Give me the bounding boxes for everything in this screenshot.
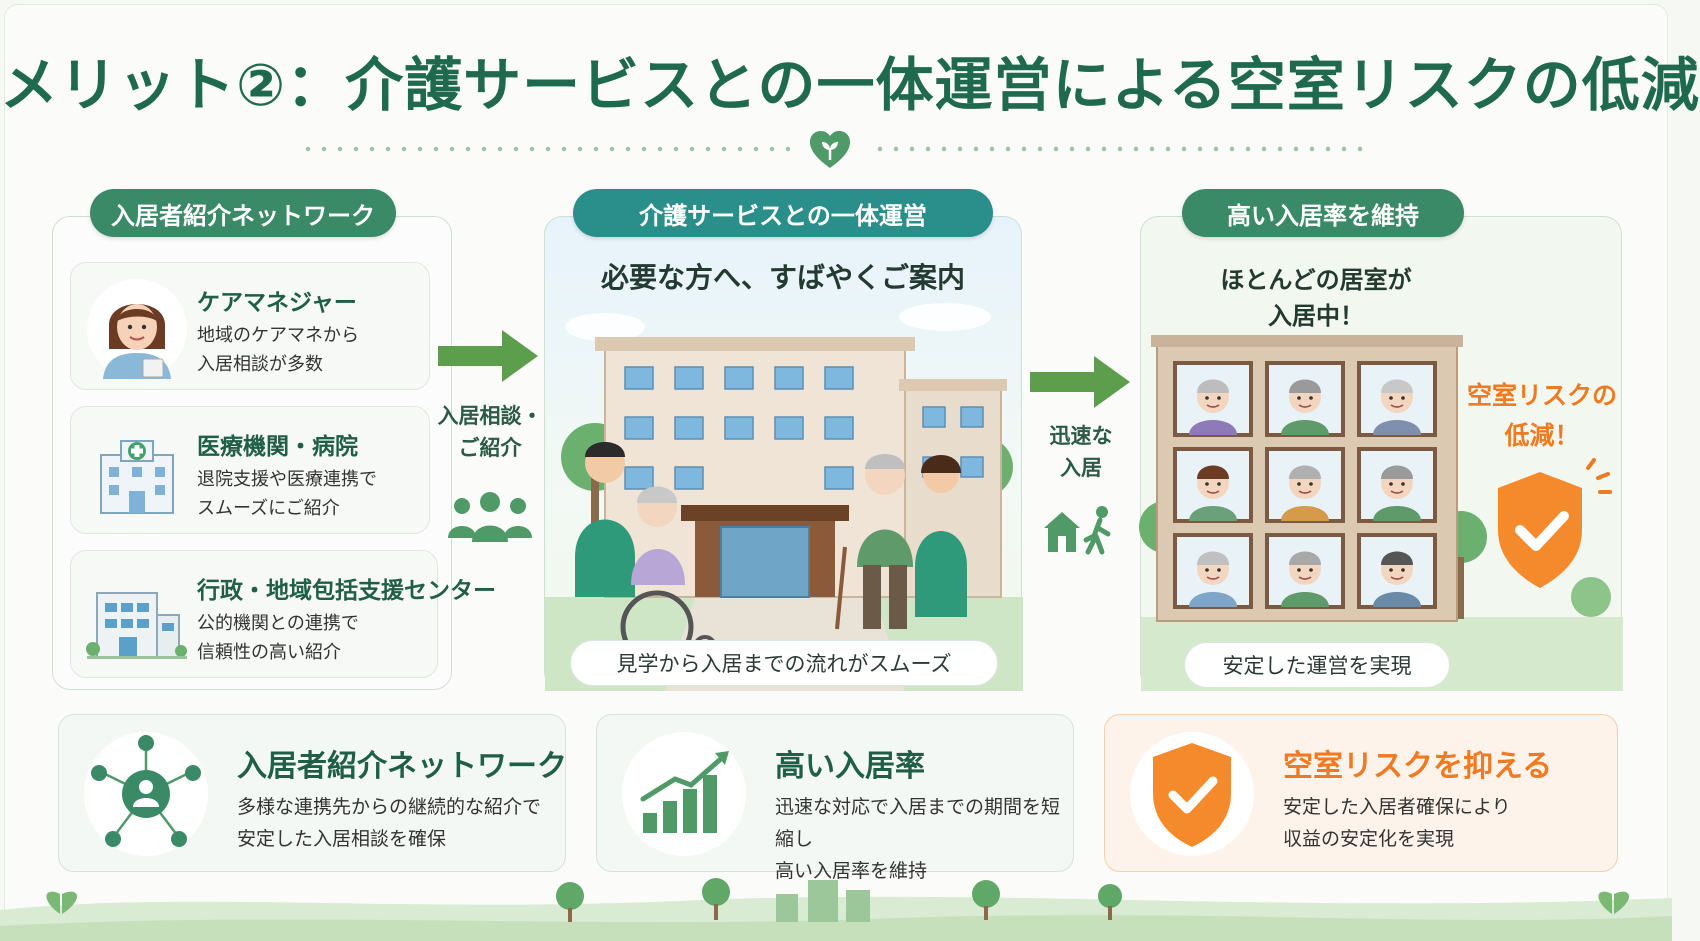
bottom-card-occupancy: 高い入居率 迅速な対応で入居までの期間を短縮し 高い入居率を維持 xyxy=(596,714,1074,882)
vacancy-risk-label: 空室リスクの 低減！ xyxy=(1466,381,1617,450)
flow-label-referral: 入居相談・ ご紹介 xyxy=(437,404,543,460)
room-window xyxy=(1173,361,1253,437)
bottom-card-title: 空室リスクを抑える xyxy=(1283,749,1553,784)
right-headline: ほとんどの居室が 入居中！ xyxy=(1220,266,1412,330)
room-window xyxy=(1173,533,1253,609)
referral-network-pill: 入居者紹介ネットワーク xyxy=(90,189,396,237)
high-occupancy-pill: 高い入居率を維持 xyxy=(1182,189,1464,237)
center-headline: 必要な方へ、すばやくご案内 xyxy=(600,261,965,294)
flow-arrow-1 xyxy=(438,330,538,382)
bottom-card-title: 高い入居率 xyxy=(775,749,925,784)
flow-arrow-2 xyxy=(1030,356,1130,408)
card-title: 行政・地域包括支援センター xyxy=(197,578,496,604)
room-window xyxy=(1357,447,1437,523)
divider-dots-left xyxy=(300,146,790,152)
bottom-card-desc: 迅速な対応で入居までの期間を短縮し 高い入居率を維持 xyxy=(775,796,1061,882)
card-desc: 地域のケアマネから 入居相談が多数 xyxy=(197,325,359,375)
right-caption: 安定した運営を実現 xyxy=(1184,642,1450,688)
bottom-card-desc: 多様な連携先からの継続的な紹介で 安定した入居相談を確保 xyxy=(237,796,542,850)
referral-card-care-manager: ケアマネジャー 地域のケアマネから 入居相談が多数 xyxy=(70,262,430,390)
shield-check-icon xyxy=(1130,732,1254,856)
home-walk-icon xyxy=(1044,506,1111,555)
room-window xyxy=(1265,447,1345,523)
bottom-card-title: 入居者紹介ネットワーク xyxy=(237,749,567,784)
heart-sprout-icon xyxy=(810,131,850,168)
high-occupancy-panel xyxy=(1139,216,1623,691)
card-desc: 公的機関との連携で 信頼性の高い紹介 xyxy=(197,613,359,663)
people-group-icon xyxy=(448,492,532,542)
room-window xyxy=(1357,361,1437,437)
room-window xyxy=(1265,361,1345,437)
card-title: 医療機関・病院 xyxy=(197,434,358,460)
center-caption: 見学から入居までの流れがスムーズ xyxy=(570,640,998,686)
page-title: メリット②：介護サービスとの一体運営による空室リスクの低減 xyxy=(0,51,1700,119)
divider-dots-right xyxy=(872,146,1372,152)
card-desc: 退院支援や医療連携で スムーズにご紹介 xyxy=(197,469,377,519)
room-window xyxy=(1265,533,1345,609)
bottom-card-network: 入居者紹介ネットワーク 多様な連携先からの継続的な紹介で 安定した入居相談を確保 xyxy=(58,714,567,872)
card-title: ケアマネジャー xyxy=(197,290,357,316)
referral-card-government: 行政・地域包括支援センター 公的機関との連携で 信頼性の高い紹介 xyxy=(70,550,496,678)
integrated-operation-pill: 介護サービスとの一体運営 xyxy=(573,189,993,237)
growth-chart-icon xyxy=(622,732,746,856)
flow-label-quick-move-in: 迅速な 入居 xyxy=(1049,424,1113,480)
room-window-grid xyxy=(1173,361,1437,609)
care-manager-avatar xyxy=(87,279,187,379)
bottom-card-desc: 安定した入居者確保により 収益の安定化を実現 xyxy=(1283,796,1511,850)
ground-decoration xyxy=(0,878,1672,941)
shield-check-icon xyxy=(1498,458,1612,588)
bottom-card-vacancy-risk: 空室リスクを抑える 安定した入居者確保により 収益の安定化を実現 xyxy=(1104,714,1618,872)
hospital-icon xyxy=(100,440,174,514)
room-window xyxy=(1173,447,1253,523)
government-building-icon xyxy=(86,592,187,659)
network-icon xyxy=(84,732,208,856)
room-window xyxy=(1357,533,1437,609)
referral-card-hospital: 医療機関・病院 退院支援や医療連携で スムーズにご紹介 xyxy=(70,406,430,534)
